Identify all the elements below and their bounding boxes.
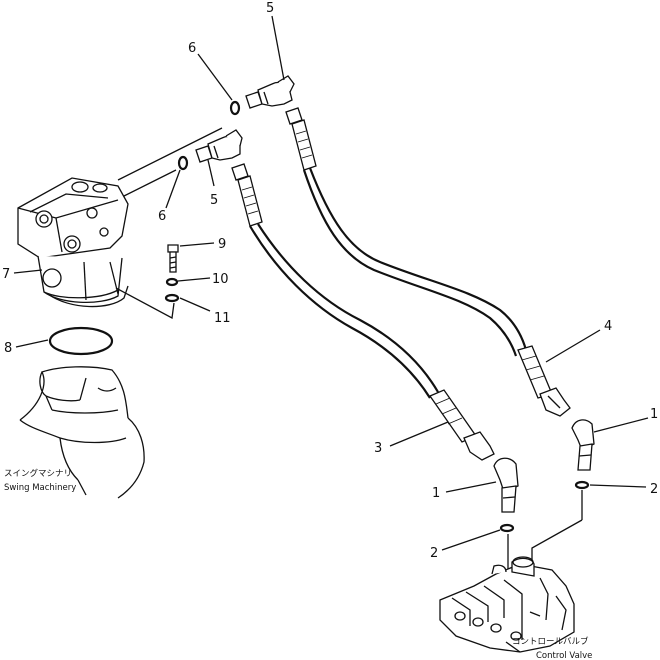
motor-housing [17, 177, 129, 308]
o-ring-8 [48, 326, 114, 356]
callout-8: 8 [4, 341, 12, 356]
callout-10: 10 [212, 272, 229, 287]
o-ring-2-center [499, 523, 515, 533]
elbow-fitting-5-lower [195, 129, 243, 163]
callout-5-upper: 5 [266, 1, 274, 16]
callout-2-right: 2 [650, 482, 658, 497]
hose-4 [285, 107, 571, 417]
callout-6-upper: 6 [188, 41, 196, 56]
callout-1-center: 1 [432, 486, 440, 501]
callout-11: 11 [214, 311, 231, 326]
washer-11 [164, 293, 180, 303]
callout-3: 3 [374, 441, 382, 456]
callout-4: 4 [604, 319, 612, 334]
control-valve-caption-jp: コントロールバルブ [512, 636, 589, 647]
o-ring-6-upper [229, 100, 241, 116]
callout-6-lower: 6 [158, 209, 166, 224]
elbow-fitting-1-center [493, 457, 519, 513]
o-ring-2-right [574, 480, 590, 490]
bolt-9 [167, 244, 179, 273]
elbow-fitting-5-upper [245, 75, 295, 109]
swing-machinery-caption-en: Swing Machinery [4, 483, 76, 493]
callout-2-center: 2 [430, 546, 438, 561]
swing-machinery-caption-jp: スイングマシナリ [4, 468, 72, 479]
callout-9: 9 [218, 237, 226, 252]
swing-machinery [19, 366, 145, 499]
hose-3 [231, 163, 495, 461]
washer-10 [165, 277, 179, 287]
o-ring-6-lower [177, 155, 189, 171]
callout-7: 7 [2, 267, 10, 282]
control-valve-caption-en: Control Valve [536, 651, 592, 660]
elbow-fitting-1-right [571, 419, 595, 471]
control-valve [439, 556, 575, 653]
callout-5-lower: 5 [210, 193, 218, 208]
callout-1-right: 1 [650, 407, 658, 422]
